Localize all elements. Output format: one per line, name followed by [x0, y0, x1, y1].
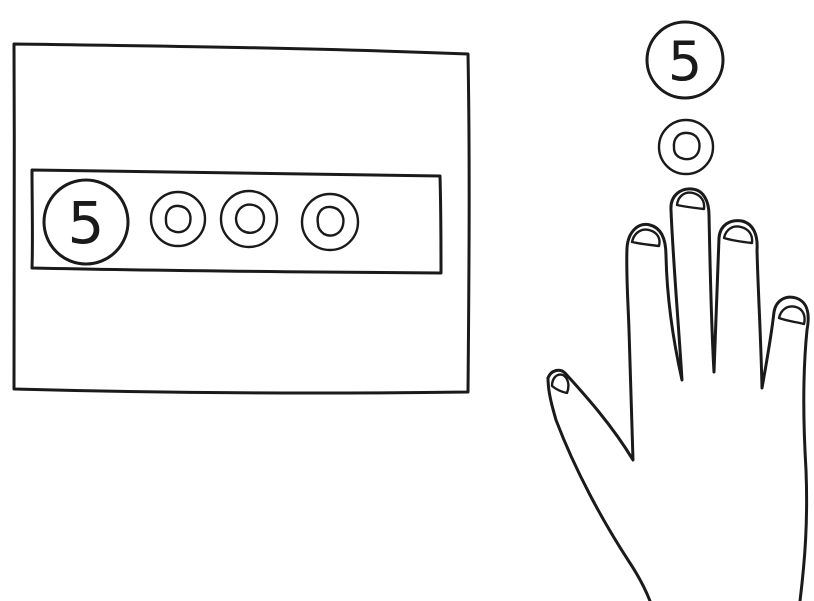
dot-3[interactable]: [302, 194, 358, 250]
hand-number-badge-digit: 5: [668, 30, 702, 93]
hand-icon: [548, 189, 808, 601]
hand-number-badge: 5: [647, 22, 723, 98]
dot-2[interactable]: [221, 191, 277, 247]
hand-dot: [659, 120, 713, 174]
dot-1[interactable]: [151, 192, 205, 246]
number-badge[interactable]: 5: [44, 180, 128, 264]
number-badge-digit: 5: [68, 189, 105, 257]
badge-bar: 5: [32, 170, 441, 273]
